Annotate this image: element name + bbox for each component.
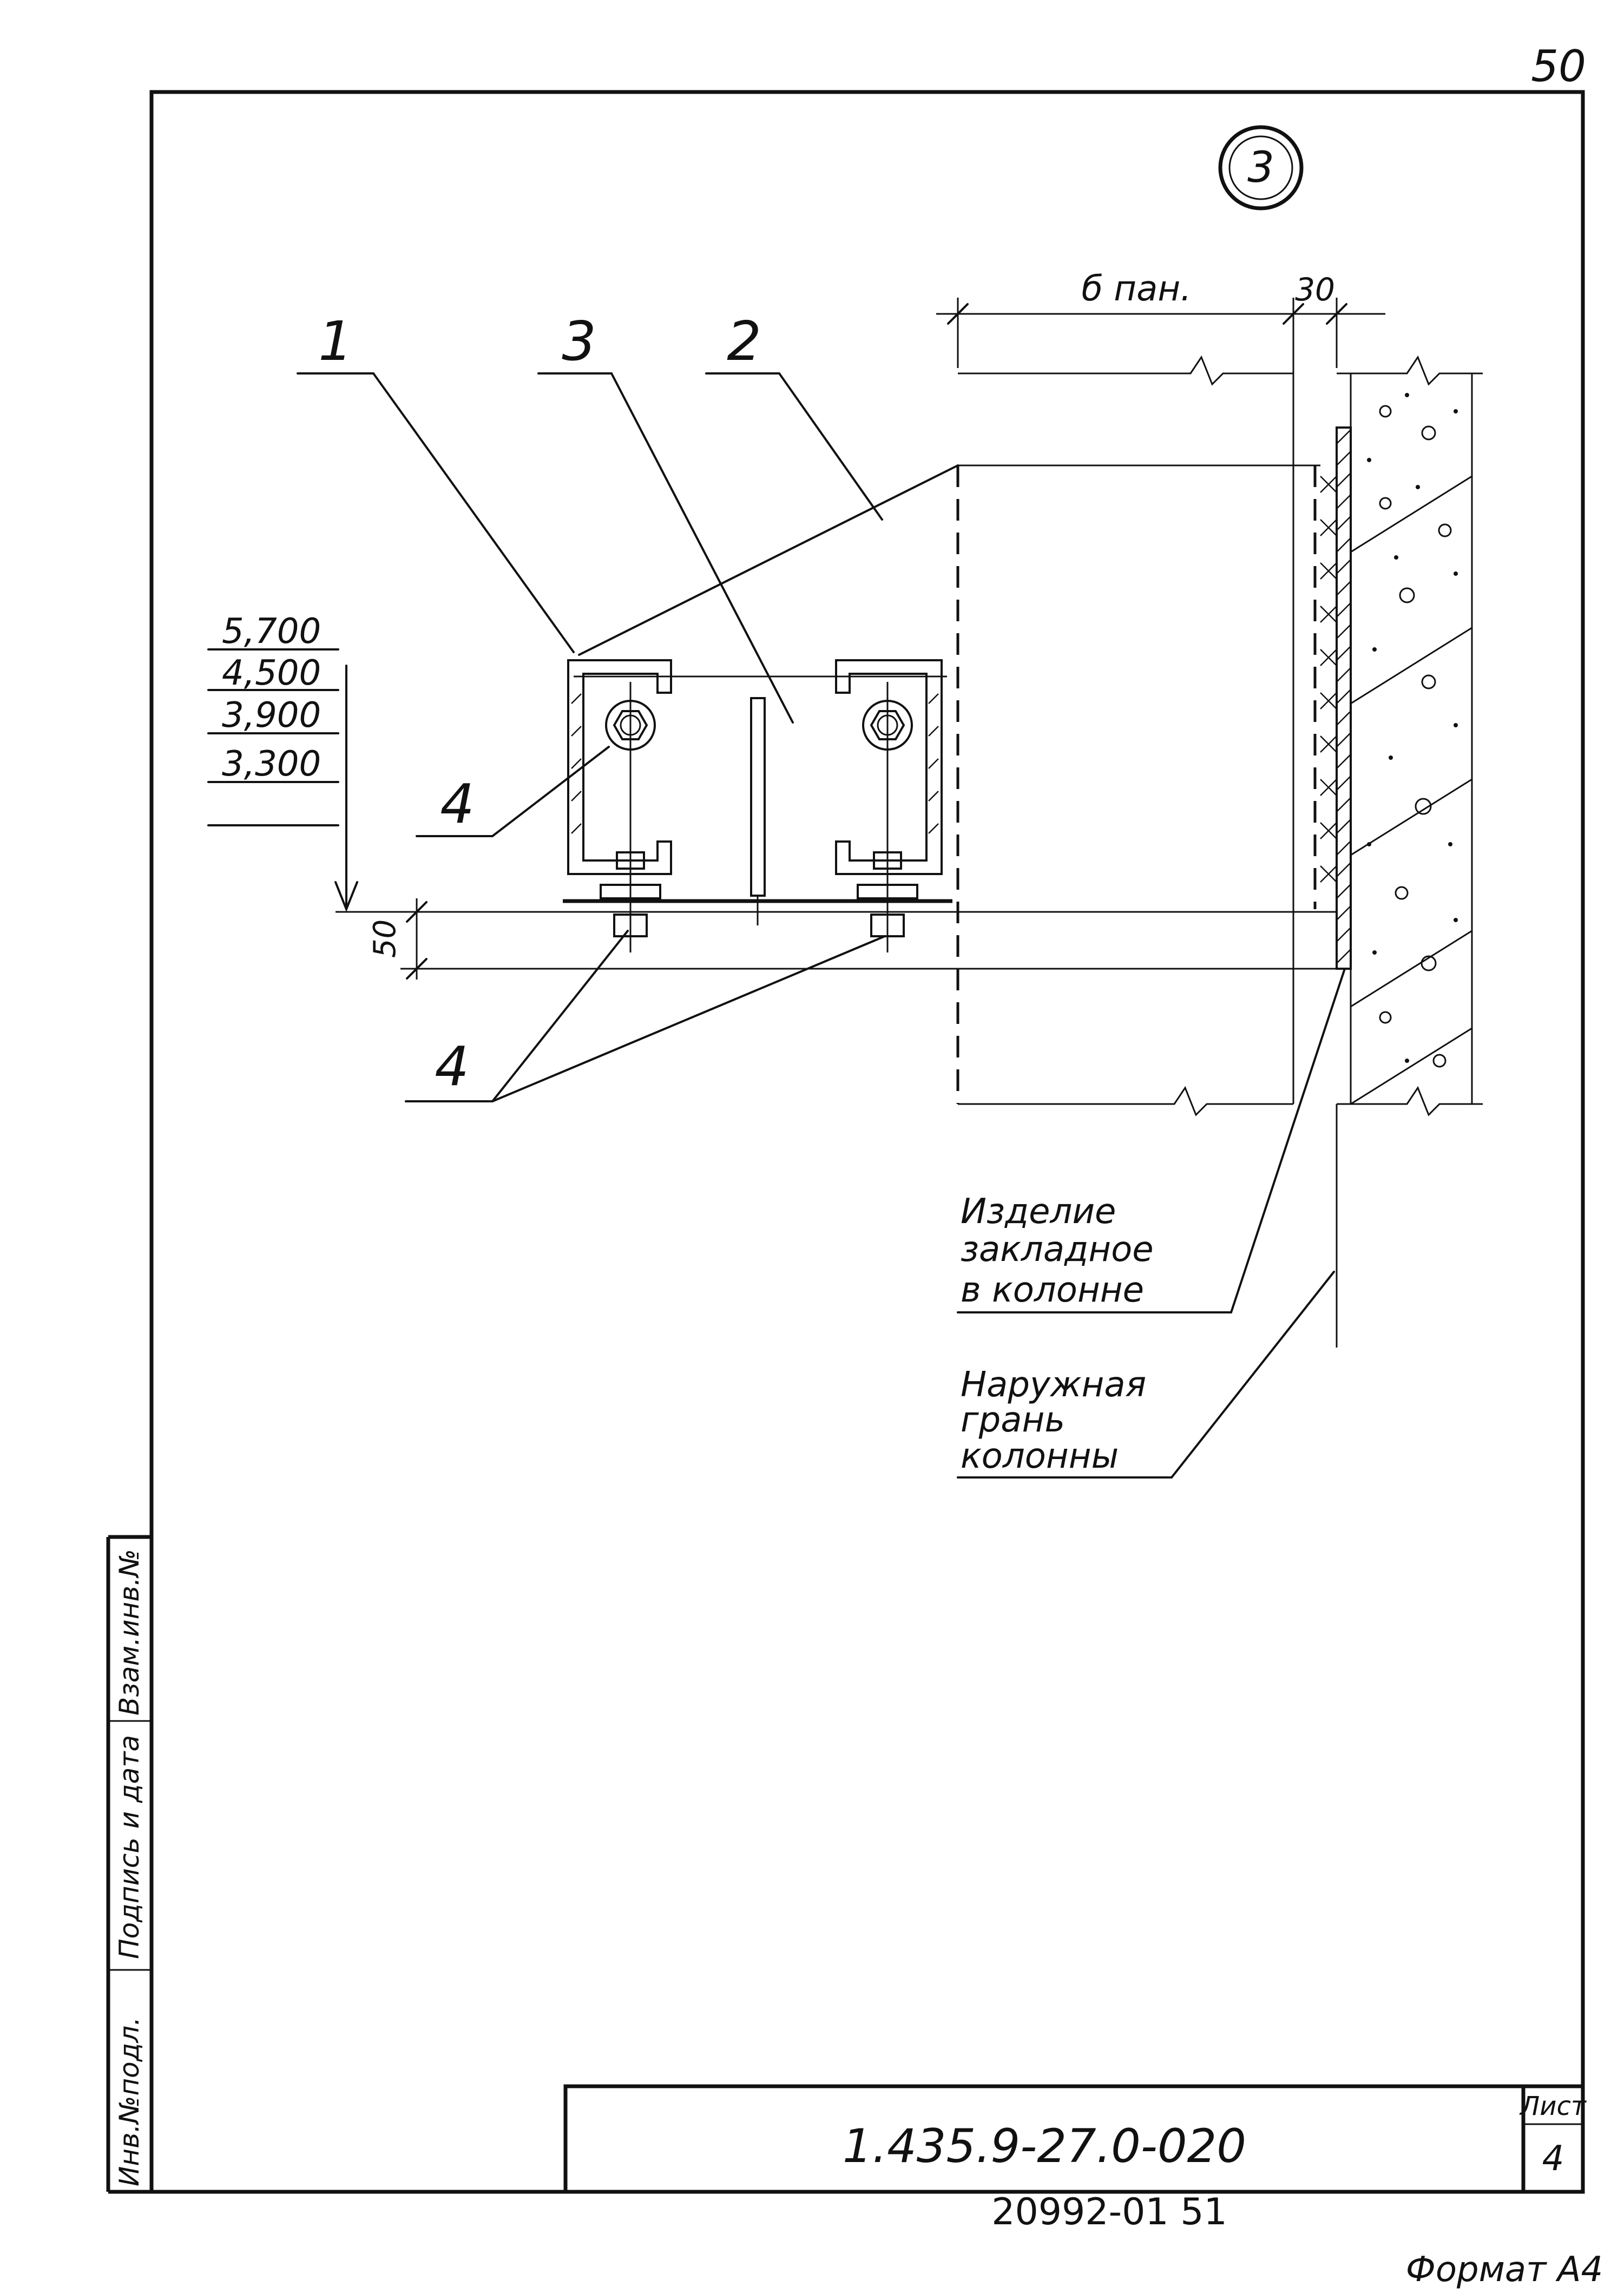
- note-outer-face: Наружная грань колонны: [957, 1104, 1338, 1479]
- position-4-upper-label: 4: [440, 772, 475, 836]
- side-stamp-signature-date: Подпись и дата: [114, 1735, 145, 1959]
- bracket-height-dimension: 50: [336, 898, 1337, 980]
- note-embedded-line1: Изделие: [961, 1192, 1116, 1232]
- position-3-label: 3: [562, 310, 596, 373]
- level-marks: 5,700 4,500 3,900 3,300: [207, 612, 358, 912]
- position-2-label: 2: [727, 310, 761, 373]
- panel-width-dimension: б пан. 30: [936, 269, 1385, 368]
- leader-2-panel-line: [578, 464, 959, 656]
- page-number-top: 50: [1531, 41, 1586, 91]
- sheet-frame: [149, 90, 1585, 2194]
- level-3900: 3,900: [222, 695, 321, 735]
- insulation-layer: [1320, 476, 1337, 883]
- note-outer-line1: Наружная: [961, 1365, 1146, 1405]
- note-outer-line2: грань: [961, 1400, 1065, 1440]
- note-embedded-line3: в колонне: [961, 1270, 1144, 1310]
- position-1-label: 1: [318, 310, 353, 373]
- detail-mark: 3: [1218, 125, 1304, 211]
- level-5700: 5,700: [222, 612, 321, 652]
- bolt-right: [857, 682, 918, 952]
- bolt-left: [600, 682, 661, 952]
- note-embedded-part: Изделие закладное в колонне: [957, 968, 1346, 1313]
- embedded-plate: [1336, 426, 1352, 970]
- archive-number: 20992-01 51: [991, 2191, 1227, 2233]
- sheet-number: 4: [1542, 2139, 1564, 2179]
- position-4-lower-label: 4: [435, 1035, 469, 1098]
- detail-mark-number: 3: [1247, 143, 1274, 192]
- panel-width-label: б пан.: [1081, 269, 1191, 309]
- side-stamp: Инв.№подл. Подпись и дата Взам.инв.№: [106, 1535, 152, 2194]
- gap-dimension-label: 30: [1295, 271, 1335, 308]
- format-label: Формат А4: [1406, 2250, 1603, 2290]
- side-stamp-replacement-inv: Взам.инв.№: [114, 1549, 145, 1716]
- side-stamp-inv-number: Инв.№подл.: [114, 2017, 145, 2186]
- position-callouts: 1 3 2 4 4: [297, 310, 886, 1102]
- level-3300: 3,300: [222, 744, 321, 784]
- concrete-column: [1337, 355, 1483, 1116]
- wall-panel: [956, 355, 1320, 1116]
- sheet-label: Лист: [1519, 2091, 1587, 2121]
- title-block: 1.435.9-27.0-020 Лист 4: [563, 2084, 1587, 2194]
- note-outer-line3: колонны: [961, 1436, 1119, 1476]
- bracket-height-label: 50: [367, 919, 403, 958]
- mounting-bracket: [563, 659, 952, 952]
- document-code: 1.435.9-27.0-020: [843, 2119, 1246, 2173]
- level-4500: 4,500: [222, 653, 321, 693]
- note-embedded-line2: закладное: [961, 1230, 1154, 1270]
